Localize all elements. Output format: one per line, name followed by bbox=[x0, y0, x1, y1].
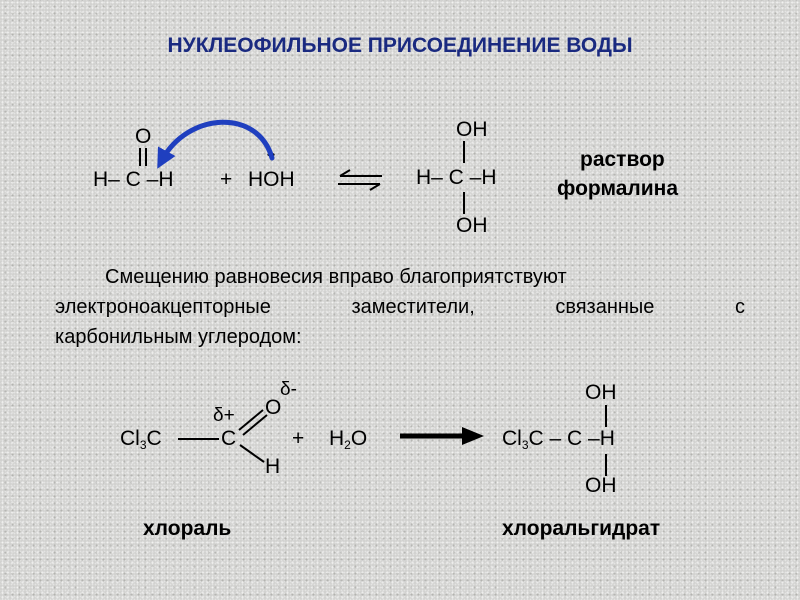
paragraph-line-3: карбонильным углеродом: bbox=[55, 326, 302, 348]
paragraph-line-1: Смещению равновесия вправо благоприятств… bbox=[105, 266, 567, 288]
delta-minus: δ- bbox=[280, 379, 297, 400]
product2-cl: Cl bbox=[502, 427, 522, 450]
water-formula: HOH bbox=[248, 168, 295, 191]
double-bond-left bbox=[139, 148, 141, 166]
product2-bond-top bbox=[605, 405, 607, 427]
chloral-oxygen: O bbox=[265, 396, 282, 419]
product1-bond-bottom bbox=[463, 192, 465, 214]
product2-subscript: 3 bbox=[521, 438, 529, 452]
carbonyl-oxygen: O bbox=[135, 125, 152, 148]
chloral-cl-subscript: 3 bbox=[139, 438, 147, 452]
paragraph-line-2: электроноакцепторные заместители, связан… bbox=[55, 296, 745, 318]
chloral-hydrogen: H bbox=[265, 455, 281, 478]
chloral-cl: Cl bbox=[120, 427, 140, 450]
plus-sign-1: + bbox=[220, 168, 233, 191]
curved-attack-arrow bbox=[157, 119, 275, 169]
formaldehyde-formula: H– C –H bbox=[93, 168, 174, 191]
water2-h: H bbox=[329, 427, 345, 450]
product1-bond-top bbox=[463, 141, 465, 163]
product2-bond-bottom bbox=[605, 454, 607, 476]
formalin-label-line2: формалина bbox=[557, 177, 679, 200]
chloral-co-double-bond-1 bbox=[238, 409, 264, 431]
chloral-label: хлораль bbox=[143, 517, 232, 540]
formalin-label-line1: раствор bbox=[580, 148, 665, 171]
water2-o: O bbox=[350, 427, 368, 450]
plus-sign-2: + bbox=[292, 427, 305, 450]
chloral-hydrate-label: хлоральгидрат bbox=[502, 517, 661, 540]
slide-title: НУКЛЕОФИЛЬНОЕ ПРИСОЕДИНЕНИЕ ВОДЫ bbox=[167, 34, 633, 57]
chloral-hydrate-formula: Cl3C – C –H bbox=[502, 427, 615, 452]
chloral-co-double-bond-2 bbox=[242, 414, 268, 436]
product1-oh-top: OH bbox=[456, 118, 488, 141]
product2-oh-top: OH bbox=[585, 381, 617, 404]
product1-oh-bottom: OH bbox=[456, 214, 488, 237]
explanation-paragraph: Смещению равновесия вправо благоприятств… bbox=[55, 262, 745, 352]
forward-arrow bbox=[400, 427, 484, 445]
delta-plus: δ+ bbox=[213, 405, 235, 426]
product1-center: H– C –H bbox=[416, 166, 497, 189]
product2-rest: C – C –H bbox=[528, 427, 615, 450]
chloral-carbonyl-carbon: C bbox=[221, 427, 237, 450]
product2-oh-bottom: OH bbox=[585, 474, 617, 497]
double-bond-right bbox=[145, 148, 147, 166]
chloral-c1: C bbox=[146, 427, 162, 450]
chloral-ccl3-group: Cl3C bbox=[120, 427, 162, 452]
chloral-ch-bond bbox=[239, 444, 265, 463]
water2-formula: H2O bbox=[329, 427, 367, 452]
water2-subscript: 2 bbox=[344, 438, 351, 452]
equilibrium-arrows bbox=[338, 169, 382, 191]
